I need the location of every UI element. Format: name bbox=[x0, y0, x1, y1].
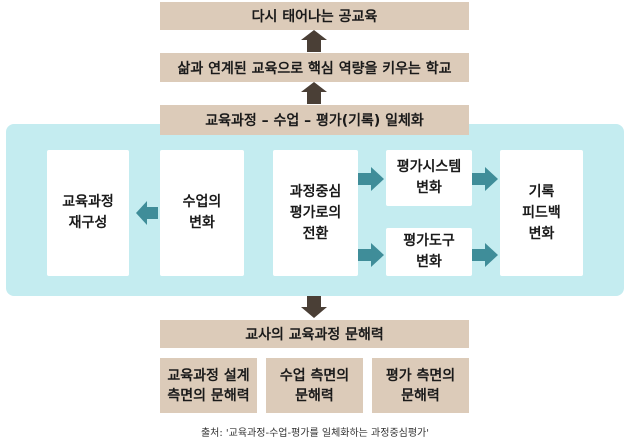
left-arrow-icon bbox=[136, 201, 158, 225]
goal-box: 다시 태어나는 공교육 bbox=[160, 2, 469, 30]
assessment-literacy-box: 평가 측면의 문해력 bbox=[372, 358, 469, 413]
right-arrow-icon bbox=[358, 243, 384, 267]
feedback-box: 기록 피드백 변화 bbox=[500, 150, 583, 276]
lesson-literacy-line-2: 문해력 bbox=[295, 387, 334, 404]
lesson-line-2: 변화 bbox=[189, 215, 215, 231]
feedback-line-3: 변화 bbox=[528, 225, 555, 242]
right-arrow-icon bbox=[472, 167, 498, 191]
integration-label: 교육과정 – 수업 – 평가(기록) 일체화 bbox=[205, 113, 424, 129]
literacy-label: 교사의 교육과정 문해력 bbox=[245, 327, 384, 343]
center-line-3: 전환 bbox=[302, 225, 329, 242]
source-caption: 출처: '교육과정-수업-평가를 일체화하는 과정중심평가' bbox=[200, 428, 430, 439]
lesson-literacy-box: 수업 측면의 문해력 bbox=[266, 358, 363, 413]
lesson-line-1: 수업의 bbox=[182, 194, 222, 210]
system-box: 평가시스템 변화 bbox=[386, 150, 472, 206]
right-arrow-icon bbox=[358, 167, 384, 191]
lesson-box: 수업의 변화 bbox=[160, 150, 244, 276]
design-literacy-line-2: 측면의 문해력 bbox=[167, 387, 250, 404]
literacy-box: 교사의 교육과정 문해력 bbox=[160, 320, 469, 348]
school-box: 삶과 연계된 교육으로 핵심 역량을 키우는 학교 bbox=[160, 53, 469, 82]
center-line-1: 과정중심 bbox=[289, 183, 342, 200]
integration-box: 교육과정 – 수업 – 평가(기록) 일체화 bbox=[160, 105, 469, 135]
down-arrow-icon bbox=[301, 296, 327, 318]
curriculum-line-2: 재구성 bbox=[68, 215, 108, 231]
up-arrow-icon bbox=[301, 82, 327, 104]
goal-label: 다시 태어나는 공교육 bbox=[251, 9, 378, 25]
up-arrow-icon bbox=[301, 30, 327, 52]
design-literacy-line-1: 교육과정 설계 bbox=[167, 367, 250, 384]
tool-line-2: 변화 bbox=[416, 254, 442, 270]
system-line-2: 변화 bbox=[416, 180, 442, 196]
lesson-literacy-line-1: 수업 측면의 bbox=[279, 367, 350, 384]
design-literacy-box: 교육과정 설계 측면의 문해력 bbox=[160, 358, 257, 413]
curriculum-line-1: 교육과정 bbox=[62, 194, 114, 210]
tool-box: 평가도구 변화 bbox=[386, 228, 472, 276]
assessment-literacy-line-1: 평가 측면의 bbox=[385, 367, 456, 384]
school-label: 삶과 연계된 교육으로 핵심 역량을 키우는 학교 bbox=[177, 60, 452, 77]
system-line-1: 평가시스템 bbox=[396, 159, 462, 175]
assessment-literacy-line-2: 문해력 bbox=[401, 387, 440, 404]
feedback-line-2: 피드백 bbox=[522, 204, 561, 221]
right-arrow-icon bbox=[472, 243, 498, 267]
center-line-2: 평가로의 bbox=[289, 204, 342, 221]
tool-line-1: 평가도구 bbox=[403, 233, 455, 249]
feedback-line-1: 기록 bbox=[528, 183, 555, 200]
curriculum-box: 교육과정 재구성 bbox=[47, 150, 129, 276]
center-box: 과정중심 평가로의 전환 bbox=[273, 150, 358, 276]
